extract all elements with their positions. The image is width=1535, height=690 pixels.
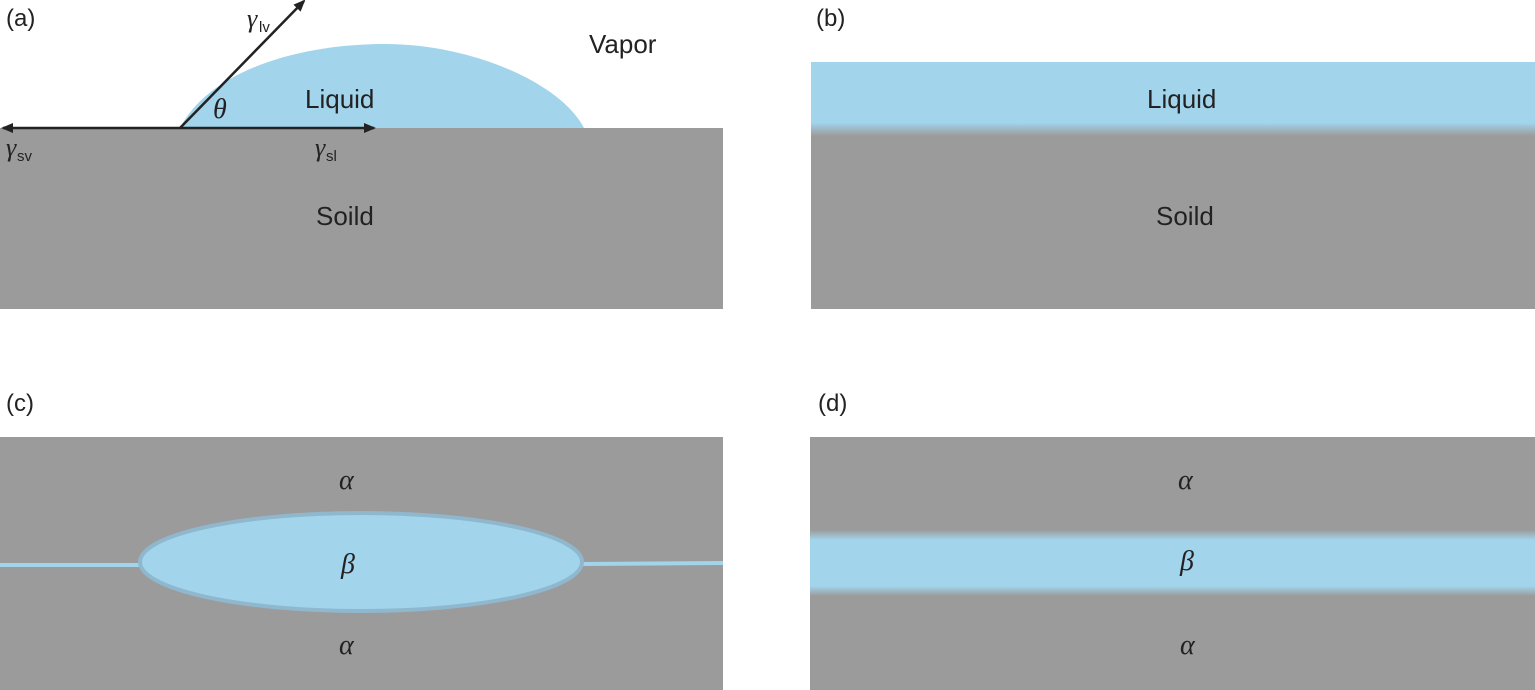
gamma-sv-label: γ sv	[6, 133, 33, 165]
svg-text:γ: γ	[315, 133, 326, 162]
liquid-film	[811, 62, 1535, 136]
beta-label: β	[340, 549, 355, 580]
interface-bottom	[810, 586, 1535, 596]
alpha-bottom-label: α	[1180, 630, 1196, 661]
gamma-lv-label: γ lv	[247, 4, 270, 36]
svg-text:sl: sl	[326, 148, 337, 165]
svg-text:lv: lv	[259, 19, 270, 36]
alpha-bottom-layer	[810, 596, 1535, 690]
gamma-sl-label: γ sl	[315, 133, 337, 165]
liquid-label: Liquid	[1147, 84, 1216, 114]
alpha-bottom-label: α	[339, 630, 355, 661]
vapor-label: Vapor	[589, 29, 657, 59]
panel-label-a: (a)	[6, 5, 35, 32]
panel-a: (a) Vapor Liquid Soild θ γ lv γ sv γ sl	[0, 0, 723, 309]
beta-lens	[138, 511, 584, 613]
beta-label: β	[1179, 546, 1194, 577]
gamma-lv-arrow	[179, 0, 306, 129]
solid-label: Soild	[316, 201, 374, 231]
panel-b: (b) Liquid Soild	[811, 5, 1535, 309]
svg-text:γ: γ	[6, 133, 17, 162]
solid-label: Soild	[1156, 201, 1214, 231]
alpha-top-layer	[810, 437, 1535, 532]
alpha-top-label: α	[339, 465, 355, 496]
interface-top	[810, 530, 1535, 540]
panel-label-b: (b)	[816, 5, 845, 32]
liquid-droplet	[180, 44, 584, 128]
liquid-label: Liquid	[305, 84, 374, 114]
svg-text:sv: sv	[17, 148, 33, 165]
beta-layer	[810, 540, 1535, 586]
panel-d: (d) α β α	[810, 390, 1535, 690]
panel-label-c: (c)	[6, 390, 34, 417]
solid-substrate	[0, 128, 723, 309]
svg-text:γ: γ	[247, 4, 258, 33]
panel-label-d: (d)	[818, 390, 847, 417]
alpha-top-label: α	[1178, 465, 1194, 496]
theta-label: θ	[213, 94, 227, 125]
grain-boundary-right	[581, 561, 724, 566]
solid-substrate	[811, 136, 1535, 309]
panel-c: (c) α β α	[0, 390, 724, 690]
